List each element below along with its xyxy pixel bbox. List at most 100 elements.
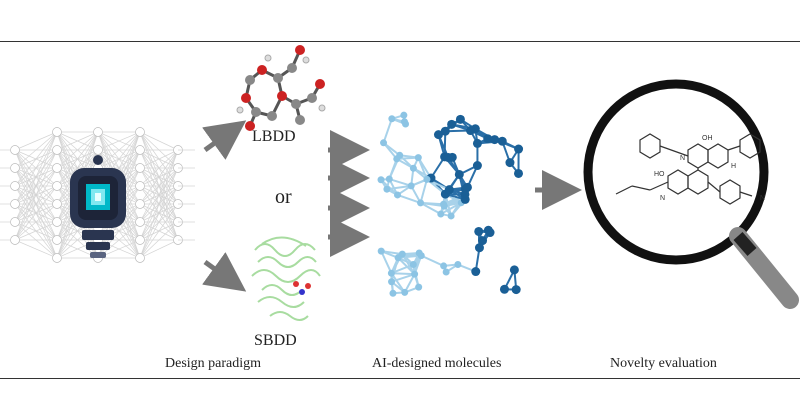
molecule-atom xyxy=(383,185,391,193)
molecule-atom xyxy=(409,164,417,172)
sbdd-label: SBDD xyxy=(254,332,297,349)
molecule-atom xyxy=(505,158,515,168)
molecule-atom xyxy=(478,236,488,246)
molecule-atom xyxy=(440,200,448,208)
top-rule xyxy=(0,41,800,42)
molecule-atom xyxy=(394,254,402,262)
molecule-atom xyxy=(483,225,493,235)
nn-node xyxy=(52,127,62,137)
ai-molecule-network xyxy=(377,111,524,297)
molecule-atom xyxy=(471,267,481,277)
nn-node xyxy=(135,199,145,209)
molecule-atom xyxy=(454,169,464,179)
molecule-atom xyxy=(497,136,507,146)
molecule-atom xyxy=(447,212,455,220)
nn-node xyxy=(135,163,145,173)
molecule-atom xyxy=(509,265,519,275)
molecule-atom xyxy=(388,278,396,286)
mol-label-oh: OH xyxy=(702,135,713,142)
molecule-atom xyxy=(387,269,395,277)
caption-design-paradigm: Design paradigm xyxy=(165,356,262,371)
molecule-atom xyxy=(433,130,443,140)
protein-icon xyxy=(251,236,321,321)
caption-novelty: Novelty evaluation xyxy=(610,356,717,371)
nn-node xyxy=(135,181,145,191)
nn-node xyxy=(52,253,62,263)
molecule-atom xyxy=(472,138,482,148)
molecule-atom xyxy=(447,119,457,129)
molecule-atom xyxy=(417,199,425,207)
molecule-atom xyxy=(454,261,462,269)
nn-node xyxy=(52,199,62,209)
nn-node xyxy=(10,163,20,173)
nn-node xyxy=(93,145,103,155)
mol-label-h: H xyxy=(731,163,736,170)
molecule-atom xyxy=(442,268,450,276)
molecule-atom xyxy=(423,175,431,183)
molecule-atom xyxy=(400,111,408,119)
molecule-atom xyxy=(440,262,448,270)
nn-node xyxy=(10,181,20,191)
molecule-atom xyxy=(474,243,484,253)
molecule-atom xyxy=(400,118,408,126)
molecule-atom xyxy=(377,247,385,255)
molecule-atom xyxy=(415,283,423,291)
molecule-atom xyxy=(388,115,396,123)
molecule-atom xyxy=(411,270,419,278)
molecule-atom xyxy=(444,185,454,195)
robot-head-icon xyxy=(70,155,126,258)
or-label: or xyxy=(275,186,292,208)
nn-node xyxy=(135,235,145,245)
nn-node xyxy=(10,217,20,227)
nn-node xyxy=(10,235,20,245)
molecule-atom xyxy=(455,114,465,124)
mol-label-ho: HO xyxy=(654,171,665,178)
nn-node xyxy=(52,163,62,173)
nn-node xyxy=(10,199,20,209)
molecule-atom xyxy=(409,260,417,268)
molecule-atom xyxy=(443,152,453,162)
molecule-atom xyxy=(511,285,521,295)
mol-label-n2: N xyxy=(660,195,665,202)
nn-node xyxy=(52,181,62,191)
nn-node xyxy=(135,217,145,227)
molecule-atom xyxy=(460,194,470,204)
molecule-atom xyxy=(462,182,472,192)
arrows-to-molecules xyxy=(328,130,370,257)
molecule-atom xyxy=(514,168,524,178)
nn-node xyxy=(52,235,62,245)
magnifier-icon xyxy=(583,79,799,309)
molecule-atom xyxy=(377,176,385,184)
nn-node xyxy=(52,145,62,155)
molecule-atom xyxy=(440,126,450,136)
molecule-atom xyxy=(414,154,422,162)
nn-node xyxy=(135,127,145,137)
molecule-atom xyxy=(394,191,402,199)
nn-node xyxy=(93,127,103,137)
caption-ai-molecules: AI-designed molecules xyxy=(372,356,502,371)
bottom-rule xyxy=(0,378,800,379)
molecule-atom xyxy=(389,289,397,297)
molecule-atom xyxy=(401,288,409,296)
arrow-to-lbdd xyxy=(202,120,247,160)
nn-node xyxy=(52,217,62,227)
lbdd-label: LBDD xyxy=(252,128,296,145)
molecule-atom xyxy=(385,175,393,183)
nn-node xyxy=(10,145,20,155)
mol-label-cn: N xyxy=(760,195,765,202)
molecule-atom xyxy=(472,161,482,171)
arrow-to-sbdd xyxy=(202,252,247,292)
molecule-atom xyxy=(483,134,493,144)
molecule-atom xyxy=(437,210,445,218)
molecule-structure xyxy=(615,133,761,205)
molecule-atom xyxy=(380,139,388,147)
molecule-atom xyxy=(396,151,404,159)
molecule-atom xyxy=(474,226,484,236)
molecule-atom xyxy=(465,126,475,136)
mol-label-n1: N xyxy=(680,155,685,162)
molecule-atom xyxy=(499,284,509,294)
molecule-atom xyxy=(514,144,524,154)
nn-node xyxy=(135,253,145,263)
molecule-atom xyxy=(407,182,415,190)
